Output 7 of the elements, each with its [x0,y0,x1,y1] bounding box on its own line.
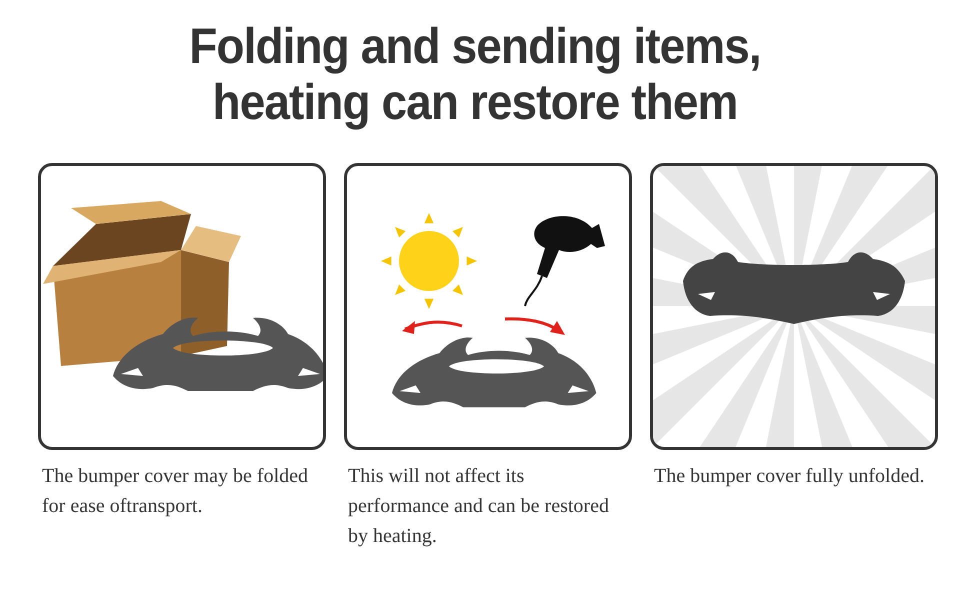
title: Folding and sending items, heating can restore them [188,18,762,130]
caption: This will not affect its performance and can be restored by heating. [348,464,610,549]
picture-panel [38,163,326,450]
picture-panel [344,163,632,450]
caption: The bumper cover fully unfolded. [654,464,926,489]
caption: The bumper cover may be folded for ease oftransport. [42,464,310,519]
picture-panel [650,163,938,450]
